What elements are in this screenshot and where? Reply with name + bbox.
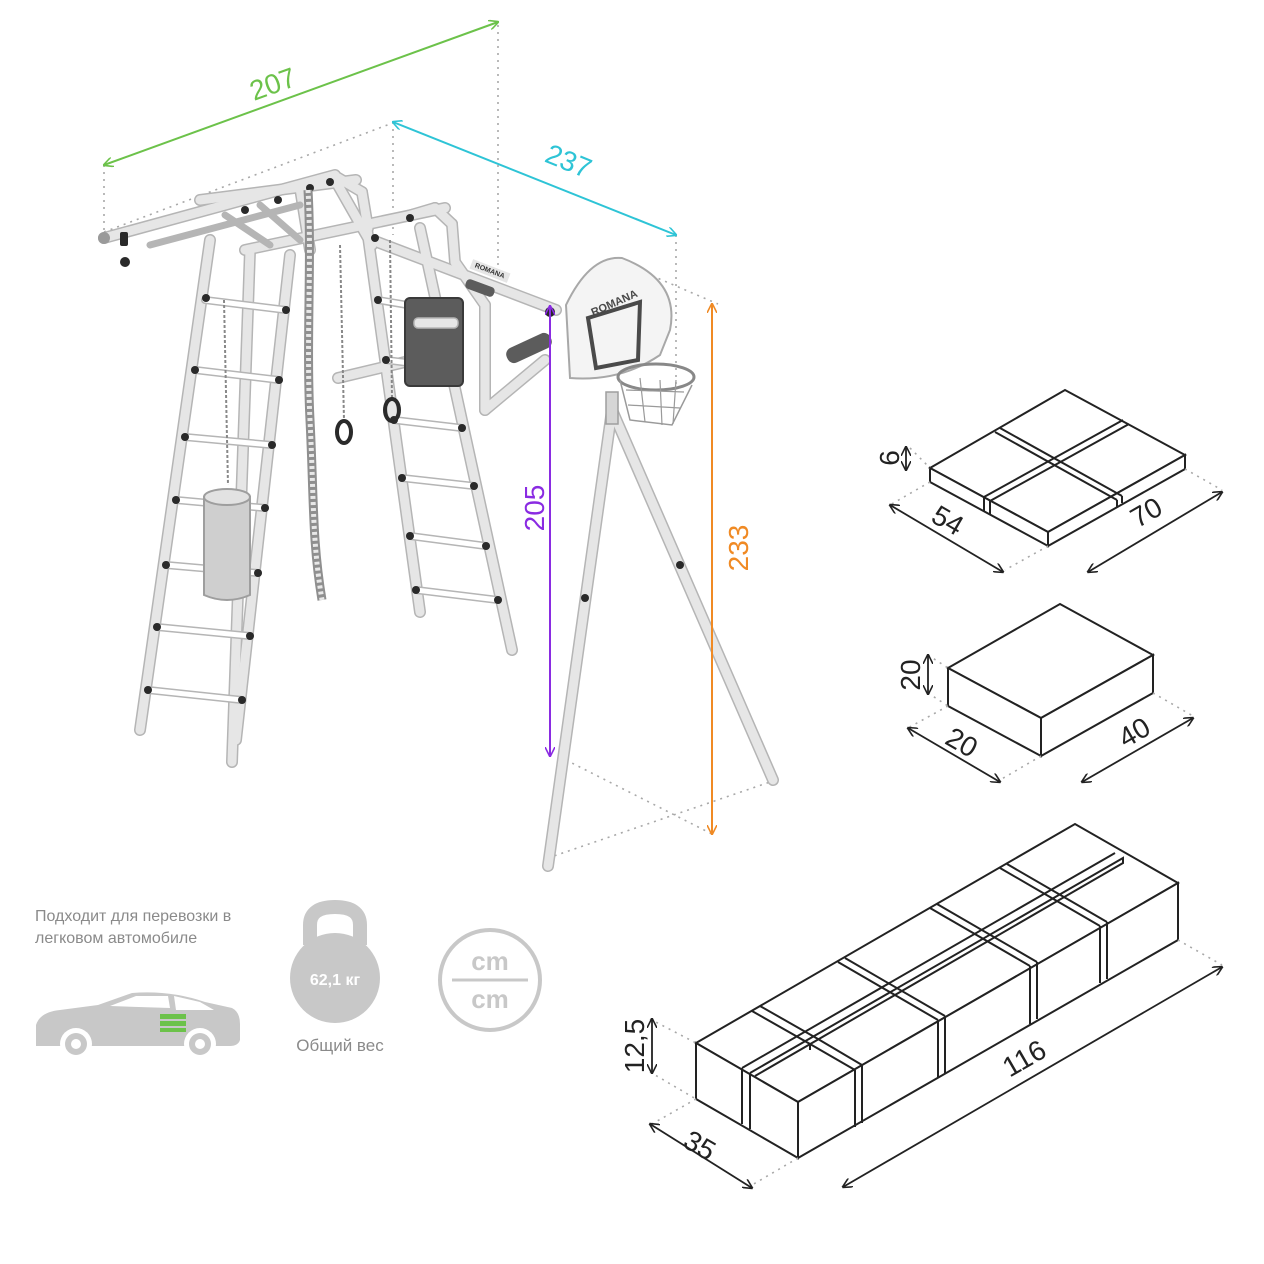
climbing-rope <box>303 189 327 601</box>
package-1-height-label: 6 <box>874 450 905 466</box>
units-bottom: cm <box>471 984 509 1014</box>
dimension-length: 237 <box>393 122 676 235</box>
swing-seat <box>404 279 552 387</box>
weight-value: 62,1 кг <box>310 972 361 989</box>
height-label: 233 <box>723 525 754 572</box>
gym-rings <box>335 239 401 445</box>
units-icon: cm cm <box>438 928 542 1032</box>
package-2-length-label: 40 <box>1113 711 1155 753</box>
package-3-dims <box>650 967 1222 1188</box>
car-transport-text: Подходит для перевозки в легковом автомо… <box>35 908 232 947</box>
length-label: 237 <box>541 138 596 184</box>
dimension-bar-height: 205 <box>519 306 550 756</box>
basketball-hoop: ROMANA <box>564 256 696 426</box>
package-2 <box>945 602 1156 758</box>
package-3-length-label: 116 <box>997 1034 1051 1083</box>
package-2-width-label: 20 <box>941 721 983 763</box>
package-3-guides <box>649 939 1223 1186</box>
package-2-dims <box>908 655 1193 782</box>
package-1-guides <box>889 447 1223 571</box>
package-2-guides <box>907 654 1194 781</box>
punching-bag <box>203 299 251 601</box>
package-2-height-label: 20 <box>895 659 926 690</box>
car-icon <box>36 992 240 1060</box>
bar-height-label: 205 <box>519 485 550 532</box>
weight-caption: Общий вес <box>296 1036 384 1055</box>
units-top: cm <box>471 946 509 976</box>
package-3-height-label: 12,5 <box>619 1019 650 1074</box>
package-1-width-label: 54 <box>927 499 969 541</box>
width-label: 207 <box>245 62 300 107</box>
package-1-dims <box>890 447 1222 572</box>
dimension-height: 233 <box>712 304 754 834</box>
dimension-width: 207 <box>104 22 498 165</box>
package-3-width-label: 35 <box>679 1124 721 1166</box>
kettlebell-icon: 62,1 кг <box>290 899 380 1023</box>
